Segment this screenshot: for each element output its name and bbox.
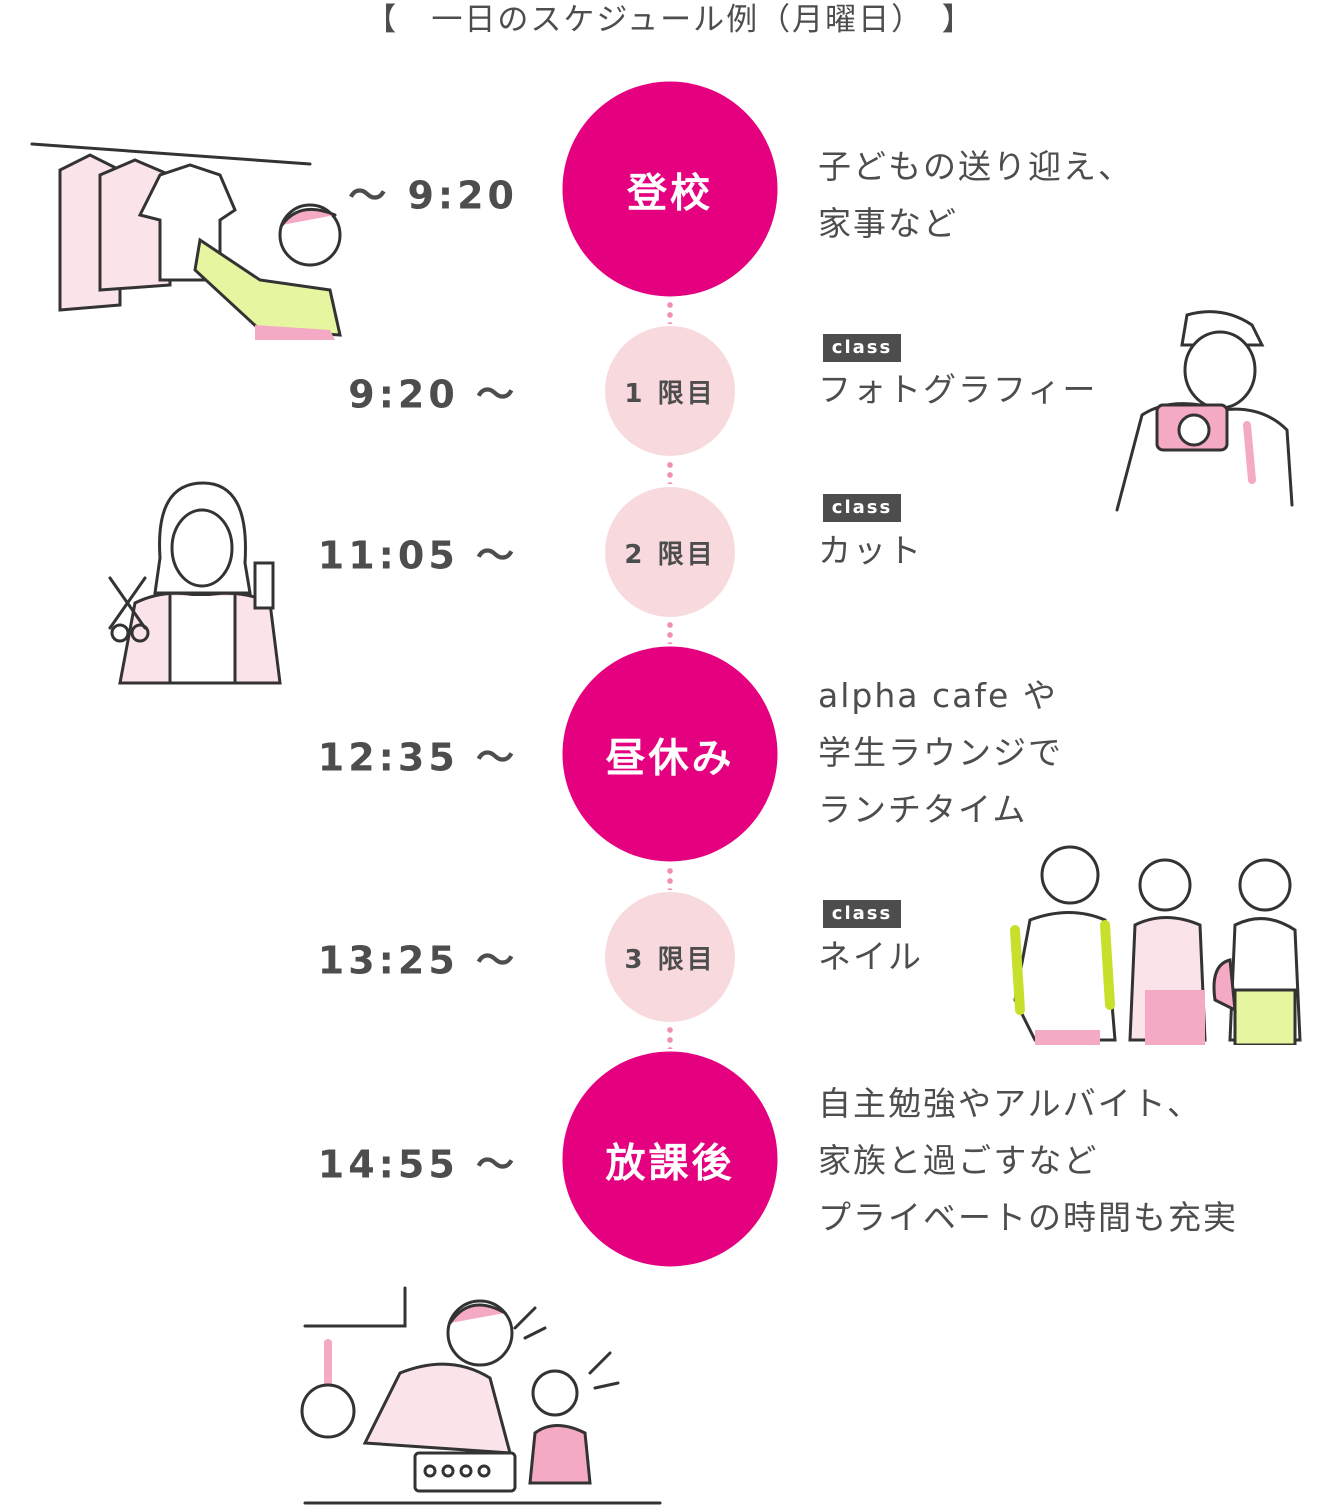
page-title: 【 一日のスケジュール例（月曜日） 】 xyxy=(365,2,975,38)
description-line: フォトグラフィー xyxy=(818,370,1098,409)
cooking-illustration xyxy=(300,1283,665,1507)
photographer-illustration xyxy=(1112,305,1302,515)
class-badge: class xyxy=(823,900,901,928)
description-line: プライベートの時間も充実 xyxy=(818,1198,1238,1237)
description-line: alpha cafe や xyxy=(818,676,1058,715)
timeline-connector xyxy=(667,1025,673,1049)
timeline-connector xyxy=(667,866,673,890)
description: 自主勉強やアルバイト、 家族と過ごすなど プライベートの時間も充実 xyxy=(818,1075,1238,1246)
students-illustration xyxy=(995,840,1335,1045)
period-circle: 2 限目 xyxy=(605,487,735,617)
description: フォトグラフィー xyxy=(818,361,1097,418)
laundry-illustration xyxy=(30,130,380,340)
period-circle: 1 限目 xyxy=(605,326,735,456)
description-line: 子どもの送り迎え、 xyxy=(818,147,1133,186)
description-line: ランチタイム xyxy=(818,790,1028,829)
description-line: カット xyxy=(818,531,923,570)
description: 子どもの送り迎え、 家事など xyxy=(818,138,1133,252)
period-circle: 昼休み xyxy=(562,646,778,862)
time-label: 9:20 〜 xyxy=(348,372,518,417)
class-badge: class xyxy=(823,334,901,362)
timeline-connector xyxy=(667,620,673,644)
time-label: 〜 9:20 xyxy=(348,173,518,218)
description-line: 学生ラウンジで xyxy=(818,733,1063,772)
timeline-connector xyxy=(667,460,673,484)
time-label: 12:35 〜 xyxy=(317,735,518,780)
description: カット xyxy=(818,522,923,579)
description: alpha cafe や 学生ラウンジで ランチタイム xyxy=(818,667,1063,838)
period-circle: 3 限目 xyxy=(605,892,735,1022)
hairdresser-illustration xyxy=(105,478,290,688)
description: ネイル xyxy=(818,928,923,985)
time-label: 11:05 〜 xyxy=(317,533,518,578)
description-line: 家事など xyxy=(818,204,958,243)
description-line: 家族と過ごすなど xyxy=(818,1141,1099,1180)
description-line: ネイル xyxy=(818,937,923,976)
period-circle: 放課後 xyxy=(562,1051,778,1267)
period-circle: 登校 xyxy=(562,81,778,297)
time-label: 14:55 〜 xyxy=(317,1142,518,1187)
time-label: 13:25 〜 xyxy=(317,938,518,983)
description-line: 自主勉強やアルバイト、 xyxy=(818,1084,1203,1123)
class-badge: class xyxy=(823,494,901,522)
timeline-connector xyxy=(667,300,673,324)
